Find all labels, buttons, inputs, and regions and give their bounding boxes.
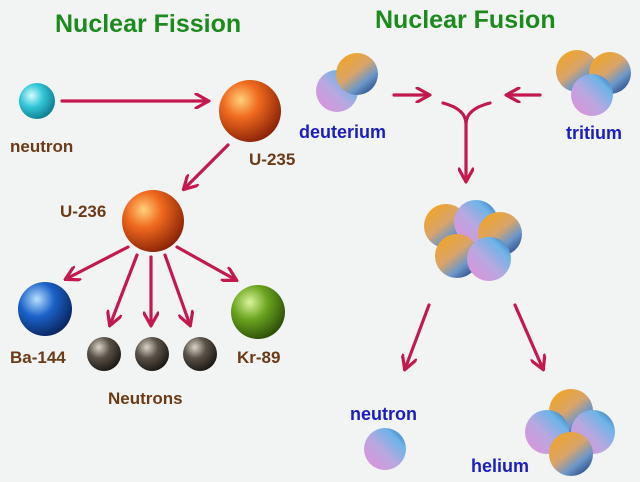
arrow-to-helium — [513, 303, 543, 369]
product-neutron-3 — [183, 337, 217, 371]
label-neutrons: Neutrons — [108, 389, 183, 408]
arrow-to-kr89 — [175, 245, 236, 280]
label-deuterium: deuterium — [299, 122, 386, 142]
label-kr89: Kr-89 — [237, 348, 280, 367]
u236-nucleus — [122, 190, 184, 252]
arrow-u235-to-u236 — [184, 143, 230, 189]
arrow-to-ba144 — [66, 245, 130, 279]
label-tritium: tritium — [566, 123, 622, 143]
compound-nucleus — [424, 200, 522, 281]
fusion-neutron — [364, 428, 406, 470]
tritium-nucleus — [556, 50, 631, 116]
label-neutron: neutron — [10, 137, 73, 156]
merge-junction — [441, 101, 492, 126]
label-helium: helium — [471, 456, 529, 476]
label-fusion-neutron: neutron — [350, 404, 417, 424]
deuterium-nucleus — [316, 53, 378, 112]
arrow-to-neutron-1 — [110, 253, 139, 325]
arrow-to-fusion-neutron — [405, 303, 431, 369]
helium-nucleus — [525, 389, 615, 476]
kr89-nucleus — [231, 285, 285, 339]
label-u236: U-236 — [60, 202, 106, 221]
product-neutron-1 — [87, 337, 121, 371]
label-ba144: Ba-144 — [10, 348, 66, 367]
ba144-nucleus — [18, 282, 72, 336]
u235-nucleus — [219, 80, 281, 142]
fusion-title: Nuclear Fusion — [375, 6, 556, 34]
incoming-neutron — [19, 83, 55, 119]
arrow-to-neutron-3 — [163, 253, 190, 325]
product-neutron-2 — [135, 337, 169, 371]
fission-title: Nuclear Fission — [55, 10, 241, 38]
label-u235: U-235 — [249, 150, 295, 169]
